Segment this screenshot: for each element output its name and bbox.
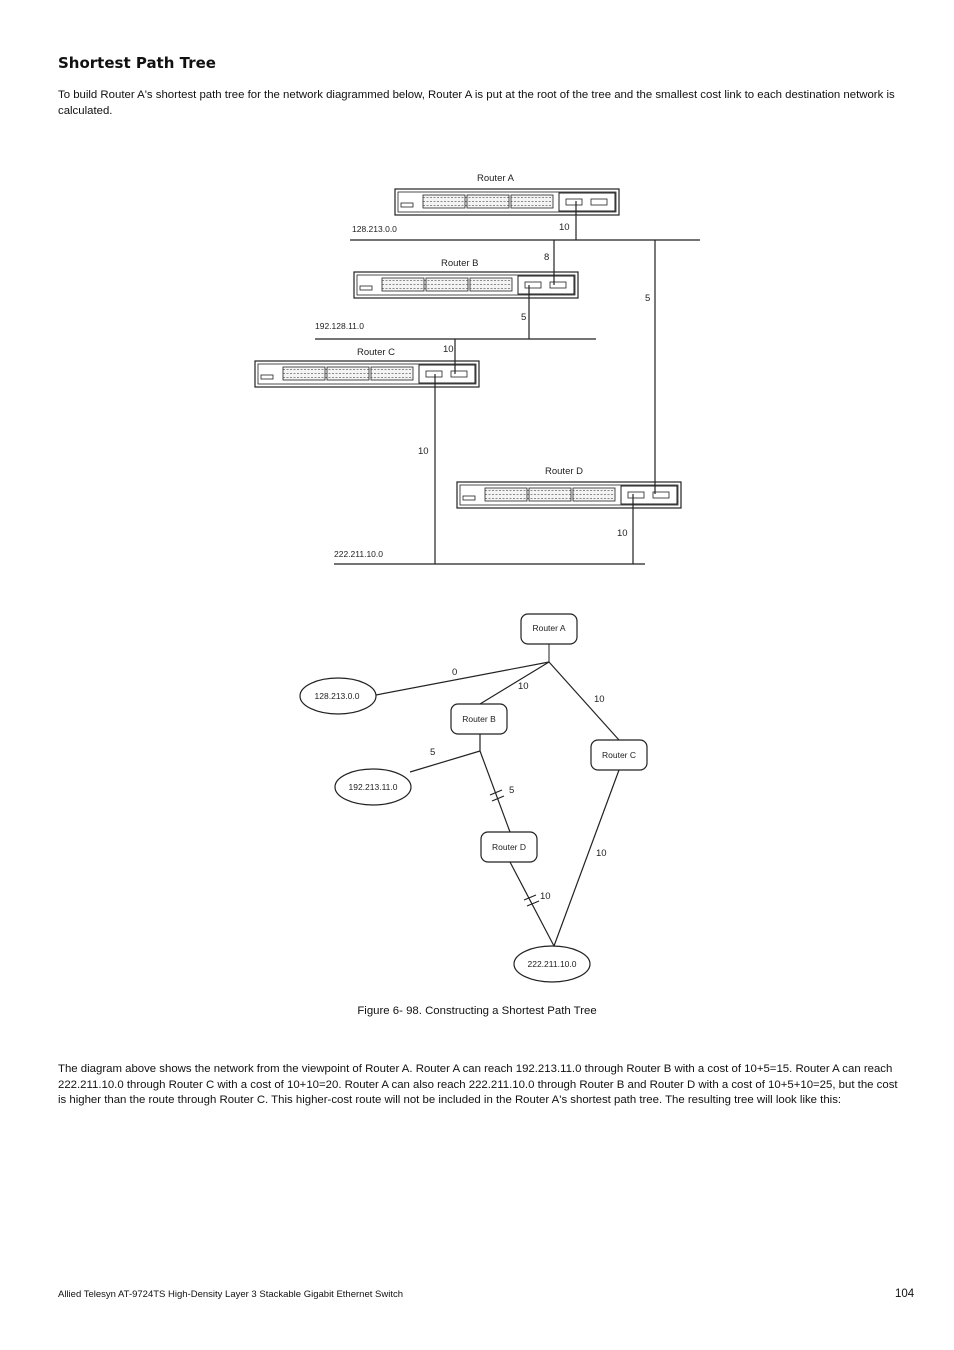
- tree-label-router-c: Router C: [602, 750, 636, 760]
- router-d-label: Router D: [545, 466, 583, 477]
- cost-a-n3: 5: [645, 293, 650, 304]
- edge-a-n1: [375, 661, 550, 696]
- tree-label-network-n2: 192.213.11.0: [349, 782, 398, 792]
- tree-cost-a-c: 10: [594, 694, 605, 705]
- page-number: 104: [895, 1288, 915, 1300]
- tree-node-network-n3: [513, 945, 591, 983]
- cut-mark-d-n3: [523, 894, 537, 901]
- tree-label-router-a: Router A: [532, 623, 565, 633]
- router-a-label: Router A: [477, 173, 515, 184]
- tree-node-router-d: [480, 831, 538, 863]
- cut-mark-b-d: [489, 789, 503, 796]
- network-label-n1: 128.213.0.0: [352, 224, 397, 234]
- tree-cost-d-n3: 10: [540, 891, 551, 902]
- tree-cost-b-d: 5: [509, 785, 514, 796]
- router-d-switch: [456, 481, 682, 509]
- edge-b-d: [479, 750, 511, 833]
- tree-cost-b-n2: 5: [430, 747, 435, 758]
- footer-product-name: Allied Telesyn AT-9724TS High-Density La…: [58, 1289, 403, 1300]
- tree-node-router-a: [520, 613, 578, 645]
- cut-mark-d-n3: [526, 900, 540, 907]
- tree-label-network-n1: 128.213.0.0: [315, 691, 360, 701]
- intro-paragraph: To build Router A's shortest path tree f…: [58, 89, 895, 117]
- cost-b-n1: 8: [544, 252, 549, 263]
- cost-c-n3: 10: [418, 446, 429, 457]
- figure-caption: Figure 6- 98. Constructing a Shortest Pa…: [357, 1005, 597, 1017]
- physical-network-diagram: Router A Router B Router C Router D 128.…: [254, 173, 700, 565]
- explanation-paragraph: The diagram above shows the network from…: [58, 1063, 898, 1106]
- section-heading: Shortest Path Tree: [58, 54, 216, 72]
- tree-cost-a-b: 10: [518, 681, 529, 692]
- tree-label-router-d: Router D: [492, 842, 526, 852]
- tree-node-router-c: [590, 739, 648, 771]
- cost-c-n2: 10: [443, 344, 454, 355]
- tree-label-router-b: Router B: [462, 714, 496, 724]
- edge-c-n3: [553, 769, 620, 947]
- cost-a-n1: 10: [559, 222, 570, 233]
- tree-cost-c-n3: 10: [596, 848, 607, 859]
- cost-b-n2: 5: [521, 312, 526, 323]
- tree-node-router-b: [450, 703, 508, 735]
- network-label-n2: 192.128.11.0: [315, 321, 364, 331]
- cut-mark-b-d: [491, 795, 505, 802]
- router-c-switch: [254, 360, 480, 388]
- router-a-switch: [394, 188, 620, 216]
- tree-label-network-n3: 222.211.10.0: [528, 959, 577, 969]
- edge-b-n2: [409, 750, 481, 773]
- tree-node-network-n2: [334, 768, 412, 806]
- router-b-switch: [353, 271, 579, 299]
- network-label-n3: 222.211.10.0: [334, 549, 383, 559]
- shortest-path-tree-graph: Router A Router B Router C Router D 128.…: [299, 613, 648, 983]
- tree-node-network-n1: [299, 677, 377, 715]
- cost-d-n3: 10: [617, 528, 628, 539]
- router-c-label: Router C: [357, 347, 395, 358]
- router-b-label: Router B: [441, 258, 479, 269]
- edge-a-c: [548, 661, 620, 741]
- tree-cost-a-n1: 0: [452, 667, 457, 678]
- edge-a-b: [479, 661, 550, 705]
